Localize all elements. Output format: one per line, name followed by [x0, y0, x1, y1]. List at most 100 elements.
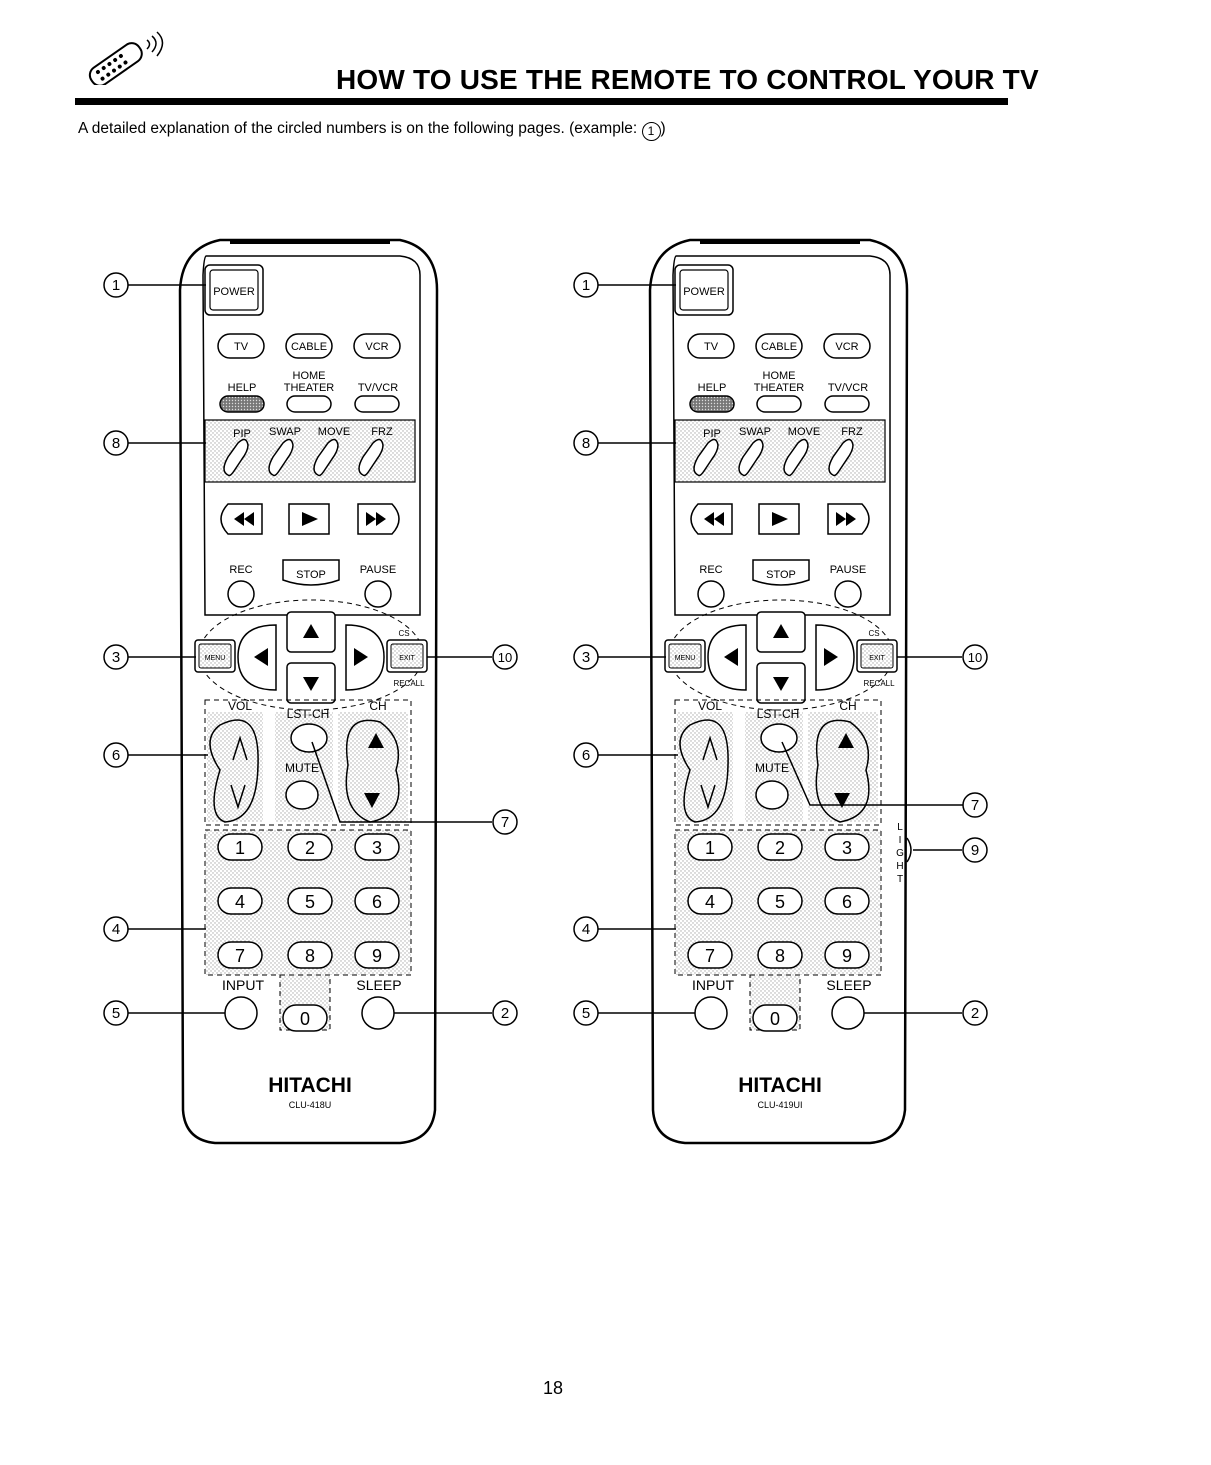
callout-2: 2 [971, 1005, 979, 1022]
lstch-label: LST-CH [287, 707, 330, 721]
exit-label: EXIT [869, 655, 885, 662]
digit-5: 5 [305, 892, 315, 912]
digit-9: 9 [372, 946, 382, 966]
callout-10: 10 [498, 650, 512, 665]
callout-4: 4 [582, 921, 590, 938]
power-label: POWER [213, 286, 255, 298]
digit-6: 6 [372, 892, 382, 912]
power-label: POWER [683, 286, 725, 298]
digit-2: 2 [305, 838, 315, 858]
rec-label: REC [229, 564, 252, 576]
recall-label: RECALL [863, 679, 895, 688]
rec-label: REC [699, 564, 722, 576]
tvvcr-label: TV/VCR [828, 382, 868, 394]
callout-3: 3 [112, 649, 120, 666]
home-label: HOME [293, 370, 326, 382]
recall-label: RECALL [393, 679, 425, 688]
pause-label: PAUSE [830, 564, 866, 576]
cs-label: CS [868, 629, 879, 638]
sleep-label: SLEEP [826, 977, 871, 993]
digit-2: 2 [775, 838, 785, 858]
digit-9: 9 [842, 946, 852, 966]
cs-label: CS [398, 629, 409, 638]
digit-3: 3 [372, 838, 382, 858]
pip-label: PIP [233, 428, 251, 440]
ch-label: CH [369, 699, 386, 713]
digit-1: 1 [235, 838, 245, 858]
light-letter-l: L [897, 822, 903, 833]
move-label: MOVE [318, 426, 350, 438]
menu-label: MENU [675, 655, 696, 662]
intro-example-circle: 1 [641, 122, 661, 141]
sleep-label: SLEEP [356, 977, 401, 993]
callout-6: 6 [112, 747, 120, 764]
digit-5: 5 [775, 892, 785, 912]
intro-main: A detailed explanation of the circled nu… [78, 120, 642, 137]
remote-logo-icon [88, 31, 164, 85]
tv-label: TV [234, 341, 249, 353]
model-number: CLU-419UI [757, 1100, 802, 1110]
ch-label: CH [839, 699, 856, 713]
help-label: HELP [228, 382, 257, 394]
title-rule [75, 98, 1008, 105]
vcr-label: VCR [365, 341, 388, 353]
stop-label: STOP [296, 569, 326, 581]
digit-0: 0 [770, 1009, 780, 1029]
page-title: HOW TO USE THE REMOTE TO CONTROL YOUR TV [336, 64, 1039, 95]
vcr-label: VCR [835, 341, 858, 353]
intro-end: ) [660, 120, 666, 137]
callout-7: 7 [971, 797, 979, 814]
light-letter-i: I [899, 835, 902, 846]
digit-4: 4 [235, 892, 245, 912]
callout-1: 1 [112, 277, 120, 294]
digit-6: 6 [842, 892, 852, 912]
callout-10: 10 [968, 650, 982, 665]
home-label: HOME [763, 370, 796, 382]
page-number: 18 [543, 1378, 564, 1398]
callout-2: 2 [501, 1005, 509, 1022]
theater-label: THEATER [284, 382, 335, 394]
pip-label: PIP [703, 428, 721, 440]
light-letter-g: G [896, 848, 904, 859]
callout-4: 4 [112, 921, 120, 938]
frz-label: FRZ [841, 426, 863, 438]
move-label: MOVE [788, 426, 820, 438]
digit-1: 1 [705, 838, 715, 858]
digit-8: 8 [775, 946, 785, 966]
tvvcr-label: TV/VCR [358, 382, 398, 394]
callout-5: 5 [582, 1005, 590, 1022]
help-label: HELP [698, 382, 727, 394]
callout-1: 1 [582, 277, 590, 294]
input-label: INPUT [692, 977, 734, 993]
input-label: INPUT [222, 977, 264, 993]
tv-label: TV [704, 341, 719, 353]
callout-9: 9 [971, 842, 979, 859]
callout-7: 7 [501, 814, 509, 831]
digit-4: 4 [705, 892, 715, 912]
lstch-label: LST-CH [757, 707, 800, 721]
callout-8: 8 [582, 435, 590, 452]
callout-3: 3 [582, 649, 590, 666]
pause-label: PAUSE [360, 564, 396, 576]
theater-label: THEATER [754, 382, 805, 394]
model-number: CLU-418U [289, 1100, 332, 1110]
mute-label: MUTE [285, 761, 319, 775]
vol-label: VOL [228, 699, 252, 713]
digit-7: 7 [705, 946, 715, 966]
light-letter-h: H [896, 861, 903, 872]
exit-label: EXIT [399, 655, 415, 662]
digit-7: 7 [235, 946, 245, 966]
digit-8: 8 [305, 946, 315, 966]
callout-6: 6 [582, 747, 590, 764]
brand-logo: HITACHI [738, 1074, 822, 1097]
cable-label: CABLE [291, 341, 327, 353]
cable-label: CABLE [761, 341, 797, 353]
intro-text: A detailed explanation of the circled nu… [78, 120, 666, 141]
callout-8: 8 [112, 435, 120, 452]
light-letter-t: T [897, 874, 903, 885]
mute-label: MUTE [755, 761, 789, 775]
digit-3: 3 [842, 838, 852, 858]
brand-logo: HITACHI [268, 1074, 352, 1097]
swap-label: SWAP [269, 426, 301, 438]
